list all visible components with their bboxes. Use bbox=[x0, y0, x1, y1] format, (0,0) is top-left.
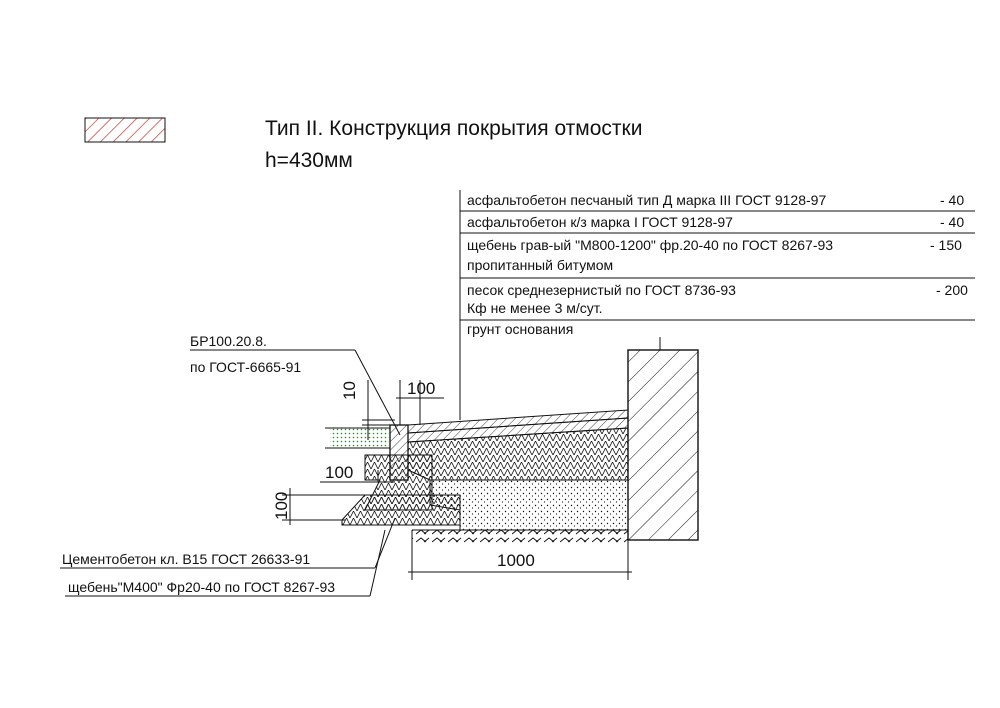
title-line-1: Тип II. Конструкция покрытия отмостки bbox=[265, 117, 642, 140]
title-line-2: h=430мм bbox=[265, 149, 353, 172]
dim-100-left: 100 bbox=[272, 492, 291, 520]
grass bbox=[330, 428, 390, 448]
curb-label-1: БР100.20.8. bbox=[190, 333, 267, 349]
layer-2-thickness: - 40 bbox=[940, 214, 964, 230]
gravel-label: щебень"М400" Фр20-40 по ГОСТ 8267-93 bbox=[68, 579, 335, 595]
layer-1-text: асфальтобетон песчаный тип Д марка III Г… bbox=[467, 192, 826, 208]
curb-label-2: по ГОСТ-6665-91 bbox=[190, 359, 301, 375]
layer-2-text: асфальтобетон к/з марка I ГОСТ 9128-97 bbox=[467, 214, 733, 230]
layer-1-thickness: - 40 bbox=[940, 192, 964, 208]
building-wall bbox=[627, 349, 699, 541]
legend-hatch-swatch bbox=[84, 117, 166, 143]
concrete-label: Цементобетон кл. В15 ГОСТ 26633-91 bbox=[62, 551, 310, 567]
gravel-under-curb bbox=[341, 494, 461, 526]
layer-3-text-2: пропитанный битумом bbox=[467, 257, 613, 273]
layer-4-thickness: - 200 bbox=[936, 282, 968, 298]
layer-3-thickness: - 150 bbox=[930, 237, 962, 253]
layer-5-text: грунт основания bbox=[467, 321, 573, 337]
layer-3-text: щебень грав-ый "М800-1200" фр.20-40 по Г… bbox=[467, 237, 833, 253]
dim-1000: 1000 bbox=[497, 551, 535, 570]
subgrade-soil bbox=[412, 530, 628, 545]
layer-4-text: песок среднезернистый по ГОСТ 8736-93 bbox=[467, 282, 736, 298]
layer-table: асфальтобетон песчаный тип Д марка III Г… bbox=[459, 190, 975, 420]
dim-100-mid: 100 bbox=[325, 463, 353, 482]
layer-4-text-2: Кф не менее 3 м/сут. bbox=[467, 300, 603, 316]
dim-10: 10 bbox=[340, 381, 359, 400]
dim-100-top: 100 bbox=[407, 379, 435, 398]
